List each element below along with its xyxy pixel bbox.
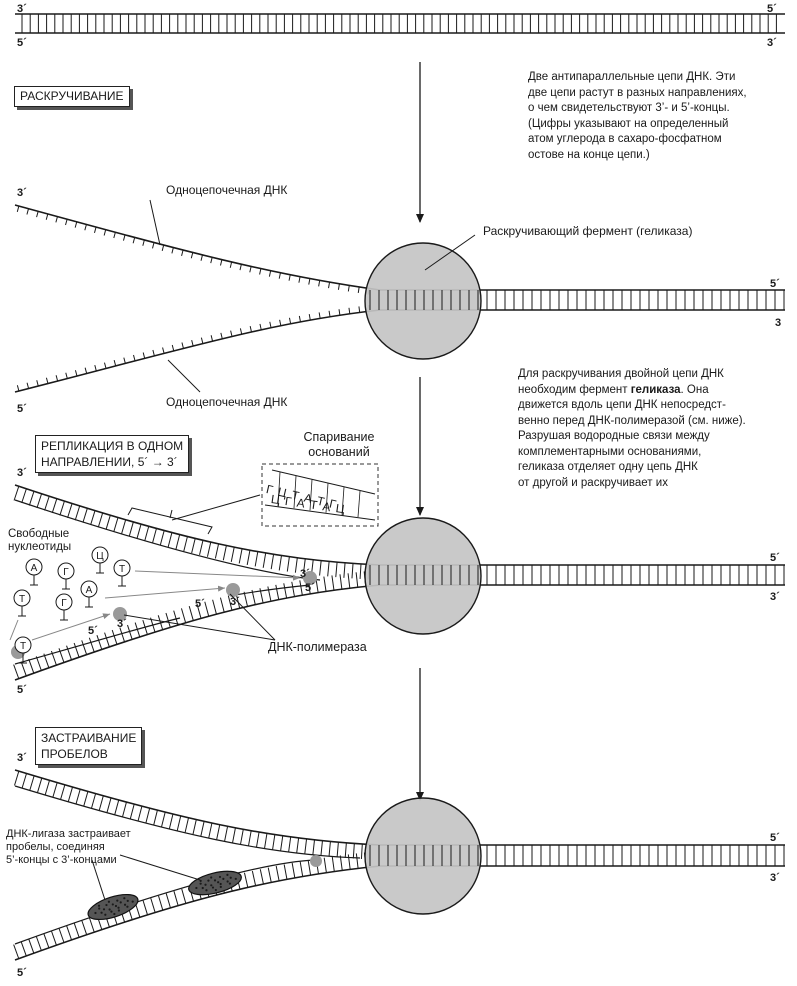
- gap-filling-fork: [13, 769, 785, 961]
- base-pair-rungs: [369, 290, 785, 310]
- replication-fork: [11, 484, 785, 681]
- end-label: 3: [775, 317, 782, 329]
- pointer-helicase: [424, 234, 476, 271]
- end-label: 5´: [770, 552, 780, 564]
- dna-ligase-a: [87, 893, 139, 921]
- nucleotide-letter: Т: [119, 564, 125, 575]
- gap-filling-section-title: ЗАСТРАИВАНИЕ ПРОБЕЛОВ: [35, 727, 143, 765]
- pointer-ligase-b: [119, 854, 201, 881]
- helicase-2: [364, 517, 482, 635]
- nucleotide-letter: Ц: [96, 551, 104, 562]
- nucleotide-letter: Т: [20, 641, 26, 652]
- nucleotide-flow-arrows: [9, 570, 301, 641]
- dna-polymerase-b: [226, 583, 240, 597]
- inset-strands: [264, 469, 376, 521]
- end-label: 5´: [88, 625, 98, 637]
- nucleotide: А: [80, 580, 98, 608]
- ligase-texture: [94, 873, 237, 916]
- end-label: 3´: [17, 752, 27, 764]
- nucleotide: А: [25, 558, 43, 586]
- end-label: 3´: [230, 596, 240, 608]
- helicase-label: Раскручивающий фермент (геликаза): [483, 224, 693, 238]
- antiparallel-duplex: [15, 13, 785, 34]
- end-label: 5´: [17, 37, 27, 49]
- end-label: 5´: [17, 403, 27, 415]
- dna-polymerase-label: ДНК-полимераза: [268, 640, 367, 654]
- helicase-3: [364, 797, 482, 915]
- end-label: 5´: [767, 3, 777, 15]
- end-label: 3´: [117, 618, 127, 630]
- end-label: 3´: [17, 3, 27, 15]
- pointer-pairing: [171, 494, 261, 521]
- pointer-single-strand-bottom: [167, 359, 201, 393]
- nucleotide-letter: Г: [63, 567, 69, 578]
- ligase-note: ДНК-лигаза застраивает пробелы, соединяя…: [6, 828, 131, 866]
- end-label: 3´: [770, 872, 780, 884]
- nucleotide-letter: Т: [19, 594, 25, 605]
- end-label: 5´: [195, 598, 205, 610]
- base-pair-rungs: [21, 14, 777, 33]
- end-label: 5´: [305, 582, 315, 594]
- pointer-polymerase-2: [123, 614, 276, 641]
- end-label: 5´: [17, 967, 27, 979]
- nucleotide: Т: [113, 559, 131, 587]
- strand-ticks: [16, 205, 371, 392]
- unwinding-fork: [14, 204, 785, 393]
- nucleotide-letter: А: [86, 585, 93, 596]
- antiparallel-note: Две антипараллельные цепи ДНК. Эти две ц…: [528, 71, 747, 161]
- dna-polymerase-c: [113, 607, 127, 621]
- nucleotide-letter: А: [31, 563, 38, 574]
- free-nucleotides-label: Свободные нуклеотиды: [8, 528, 72, 553]
- dna-ligase-b: [188, 870, 242, 896]
- end-label: 5´: [17, 684, 27, 696]
- nucleotide: Г: [55, 593, 73, 621]
- base-pairing-inset: [261, 463, 379, 527]
- dna-polymerase-e: [310, 855, 322, 867]
- dna-polymerase-a: [303, 571, 317, 585]
- end-label: 3´: [17, 187, 27, 199]
- pointer-polymerase-1: [229, 593, 276, 641]
- pointer-ligase-a: [91, 859, 106, 901]
- base-pair-rungs: [369, 845, 785, 866]
- nucleotide: Ц: [91, 546, 109, 574]
- end-label: 3´: [17, 467, 27, 479]
- base-pairing-label: Спаривание оснований: [303, 430, 375, 459]
- end-label: 5´: [770, 832, 780, 844]
- nucleotide: Г: [57, 562, 75, 590]
- nucleotide-letter: Г: [61, 598, 67, 609]
- end-label: 3´: [770, 591, 780, 603]
- pointer-single-strand-top: [149, 199, 161, 246]
- helicase-note: Для раскручивания двойной цепи ДНК необх…: [518, 368, 746, 489]
- helicase: [364, 242, 482, 360]
- nucleotide: Т: [13, 589, 31, 617]
- end-label: 5´: [770, 278, 780, 290]
- end-label: 3´: [767, 37, 777, 49]
- end-label: 3´: [300, 568, 310, 580]
- single-strand-label-top: Одноцепочечная ДНК: [166, 183, 288, 197]
- free-nucleotides: А Г Ц Т Т Г А Т: [13, 546, 131, 664]
- pairing-bracket: [127, 507, 213, 535]
- single-strand-label-bottom: Одноцепочечная ДНК: [166, 395, 288, 409]
- nucleotide: Т: [14, 636, 32, 664]
- unwinding-section-title: РАСКРУЧИВАНИЕ: [14, 86, 130, 107]
- strand-ticks: [13, 486, 370, 679]
- base-pair-rungs: [369, 565, 785, 585]
